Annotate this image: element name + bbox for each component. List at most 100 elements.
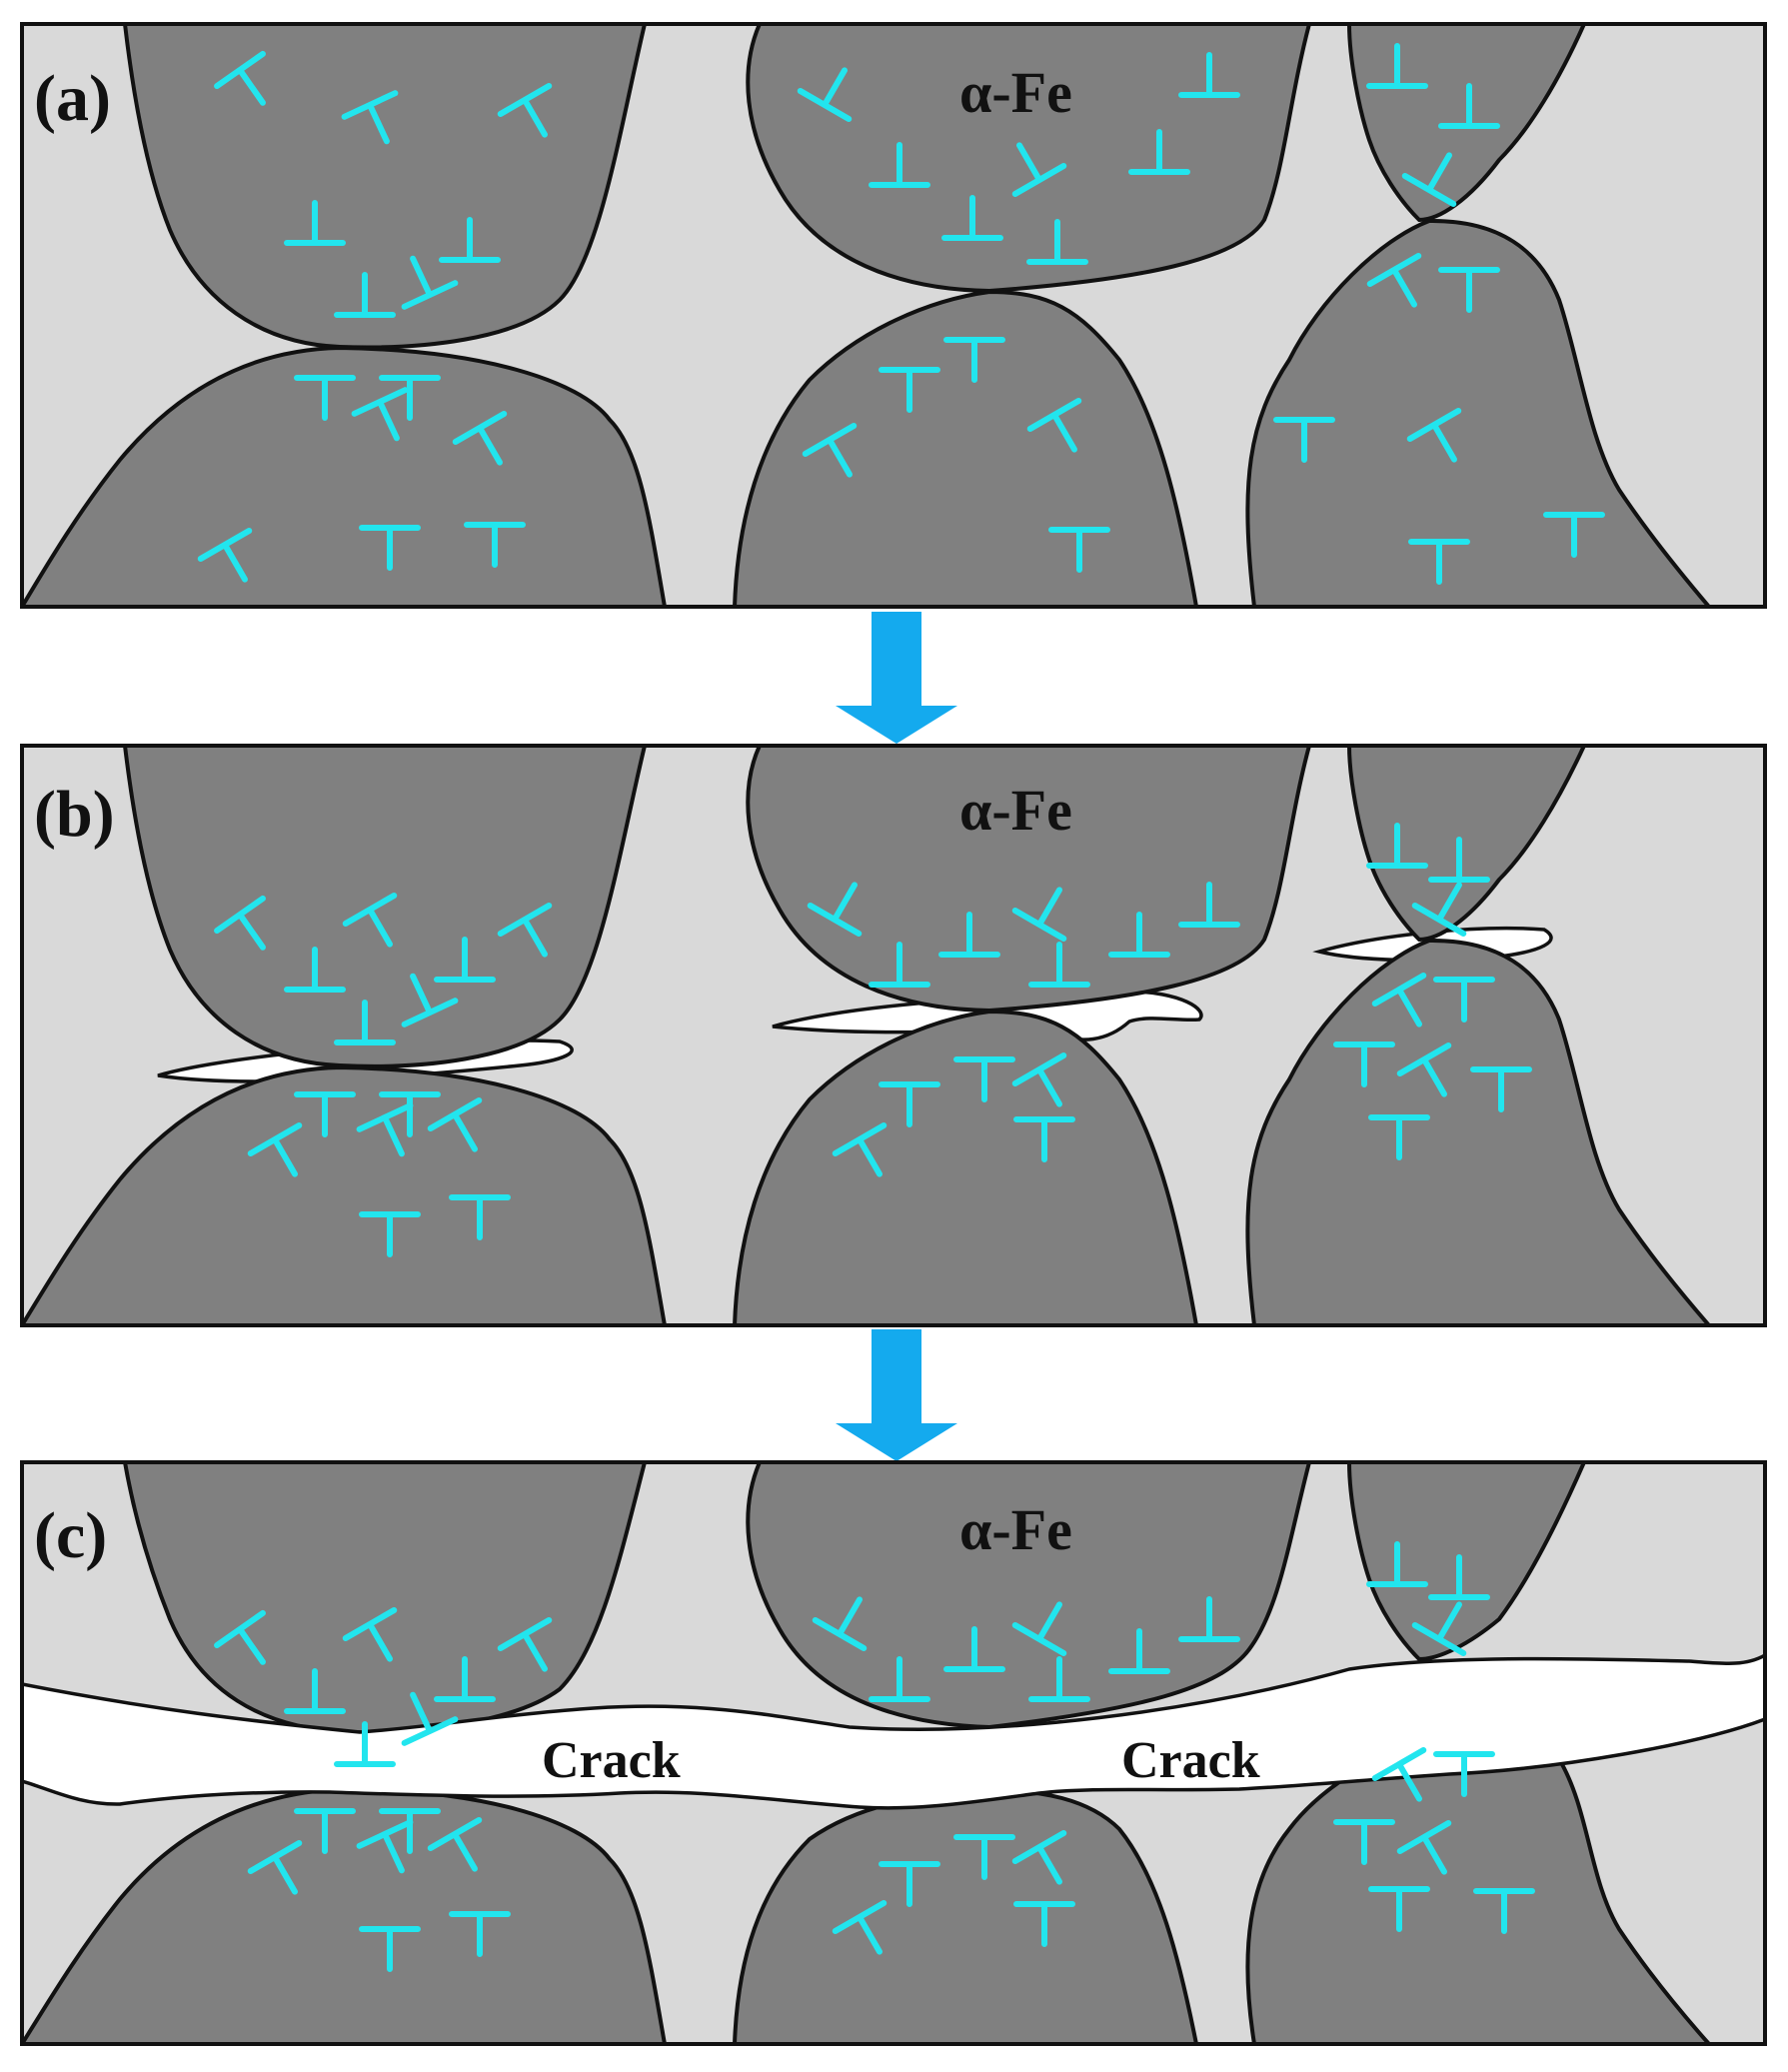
dislocation-symbol <box>1048 527 1110 573</box>
dislocation-symbol <box>1013 1116 1075 1162</box>
dislocation-symbol <box>464 522 526 568</box>
dislocation-symbol <box>1438 83 1500 129</box>
dislocation-symbol <box>284 1668 346 1714</box>
panel-label: (a) <box>34 62 111 135</box>
dislocation-symbol <box>879 367 940 413</box>
dislocation-symbol <box>197 528 253 583</box>
dislocation-symbol <box>943 1626 1005 1672</box>
dislocation-symbol <box>1273 417 1335 463</box>
dislocation-symbol <box>351 387 409 442</box>
dislocation-symbol <box>1411 882 1467 937</box>
phase-label-alpha-fe: α-Fe <box>959 60 1072 125</box>
dislocation-symbol <box>452 411 508 466</box>
dislocation-symbol <box>334 1721 396 1767</box>
dislocation-symbol <box>1401 152 1457 207</box>
panel-frame <box>20 744 1767 1327</box>
dislocation-symbol <box>797 67 853 122</box>
dislocation-symbol <box>294 1091 356 1137</box>
dislocation-symbol <box>334 272 396 318</box>
dislocation-symbol <box>1396 1820 1452 1875</box>
panel-frame <box>20 22 1767 609</box>
dislocation-symbol <box>1011 887 1067 942</box>
phase-label-alpha-fe: α-Fe <box>959 778 1072 843</box>
dislocation-symbol <box>1028 942 1090 988</box>
dislocation-group <box>214 823 1532 1257</box>
dislocation-symbol <box>341 90 399 145</box>
dislocation-symbol <box>832 1122 888 1177</box>
dislocation-symbol <box>1178 1596 1240 1642</box>
dislocation-symbol <box>1406 408 1462 463</box>
dislocation-symbol <box>1333 1041 1395 1087</box>
dislocation-symbol <box>379 375 441 421</box>
dislocation-symbol <box>1011 1052 1067 1107</box>
dislocation-symbol <box>214 50 266 106</box>
dislocation-symbol <box>1473 1888 1535 1934</box>
dislocation-symbol <box>938 912 1000 958</box>
dislocation-symbol <box>359 1211 421 1257</box>
grain <box>1346 1462 1587 1662</box>
dislocation-symbol <box>379 1091 441 1137</box>
grain <box>22 1064 668 1325</box>
dislocation-symbol <box>247 1122 303 1177</box>
dislocation-symbol <box>1396 1042 1452 1097</box>
dislocation-symbol <box>1108 912 1170 958</box>
dislocation-symbol <box>832 1900 888 1955</box>
dislocation-symbol <box>1433 1751 1495 1797</box>
dislocation-symbol <box>284 947 346 993</box>
dislocation-symbol <box>356 1819 414 1874</box>
dislocation-symbol <box>427 1817 483 1872</box>
dislocation-symbol <box>401 255 459 310</box>
dislocation-symbol <box>1438 267 1500 313</box>
dislocation-symbol <box>1333 1819 1395 1865</box>
dislocation-symbol <box>1011 142 1067 197</box>
dislocation-symbol <box>1011 1601 1067 1656</box>
dislocation-symbol <box>1371 1747 1427 1802</box>
dislocation-symbol <box>434 937 496 983</box>
dislocation-symbol <box>1470 1066 1532 1112</box>
dislocation-symbol <box>214 895 266 951</box>
grain <box>732 1009 1199 1325</box>
dislocation-symbol <box>401 973 459 1028</box>
dislocation-symbol <box>356 1102 414 1157</box>
crack-label: Crack <box>1121 1732 1260 1789</box>
dislocation-symbol <box>294 1808 356 1854</box>
panel-c: (c) α-Fe Crack Crack <box>20 1460 1767 2046</box>
dislocation-symbol <box>1433 977 1495 1023</box>
dislocation-symbol <box>1366 253 1422 308</box>
dislocation-symbol <box>879 1861 940 1907</box>
dislocation-symbol <box>1368 1114 1430 1160</box>
dislocation-symbol <box>1178 52 1240 98</box>
dislocation-symbol <box>359 1926 421 1972</box>
down-arrow <box>836 612 957 744</box>
dislocation-symbol <box>434 1656 496 1702</box>
dislocation-symbol <box>812 1596 868 1651</box>
grain <box>1245 218 1712 607</box>
dislocation-symbol <box>1026 219 1088 265</box>
dislocation-symbol <box>247 1840 303 1895</box>
dislocation-symbol <box>1108 1628 1170 1674</box>
dislocation-symbol <box>943 337 1005 383</box>
crack-label: Crack <box>542 1732 681 1789</box>
dislocation-symbol <box>1128 129 1190 175</box>
dislocation-symbol <box>1428 837 1490 883</box>
dislocation-symbol <box>342 893 398 948</box>
dislocation-symbol <box>802 423 858 478</box>
dislocation-symbol <box>284 200 346 246</box>
dislocation-symbol <box>342 1607 398 1662</box>
dislocation-group <box>197 43 1605 585</box>
dislocation-symbol <box>1428 1554 1490 1600</box>
dislocation-symbol <box>807 882 863 937</box>
grain <box>1346 746 1587 943</box>
grain-group <box>22 1462 1765 2044</box>
dislocation-symbol <box>1543 512 1605 558</box>
dislocation-symbol <box>1408 539 1470 585</box>
dislocation-symbol <box>1013 1901 1075 1947</box>
panel-label: (b) <box>34 778 115 851</box>
dislocation-symbol <box>869 942 930 988</box>
dislocation-symbol <box>1366 823 1428 869</box>
panel-frame <box>20 1460 1767 2046</box>
dislocation-symbol <box>1371 973 1427 1028</box>
grain <box>746 746 1312 1014</box>
dislocation-symbol <box>1411 1601 1467 1656</box>
